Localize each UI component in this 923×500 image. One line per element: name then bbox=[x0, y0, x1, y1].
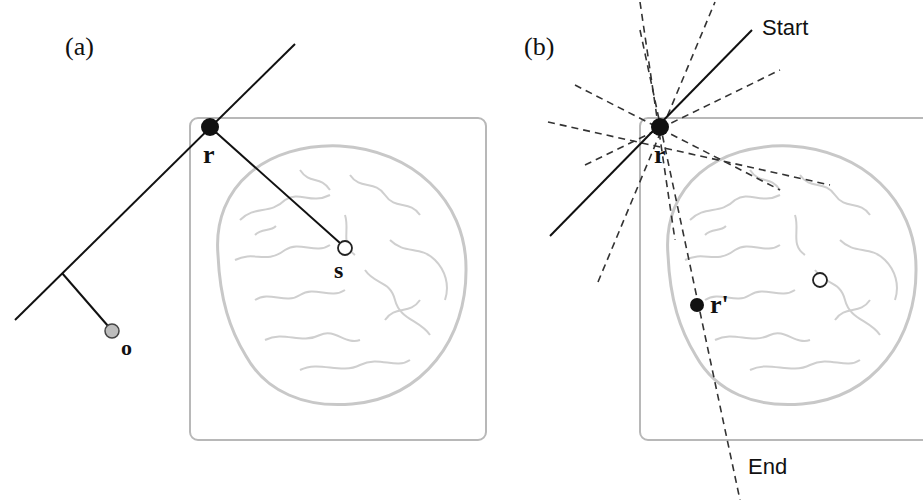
point-label: o bbox=[121, 337, 132, 359]
point-label: r bbox=[203, 142, 215, 168]
point-label: r bbox=[654, 142, 666, 168]
point-label: s bbox=[334, 258, 343, 282]
panel-letter: (b) bbox=[524, 34, 554, 60]
panel-letter: (a) bbox=[65, 34, 94, 60]
direction-label: End bbox=[748, 456, 787, 478]
point-label: r' bbox=[710, 292, 729, 318]
direction-label: Start bbox=[762, 17, 808, 39]
